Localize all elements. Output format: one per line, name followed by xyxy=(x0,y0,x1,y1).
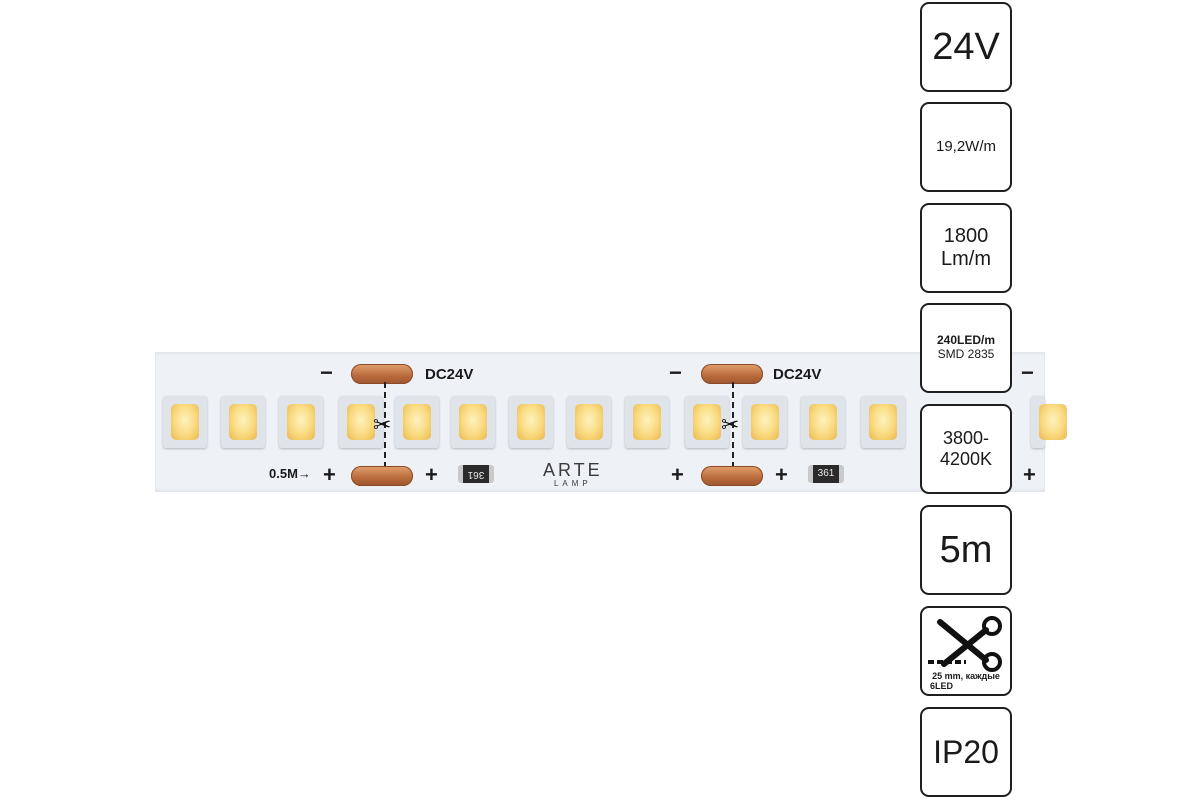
scissors-icon: ✂ xyxy=(721,412,740,437)
solder-pad-bottom xyxy=(351,466,413,486)
plus-sign: + xyxy=(1023,462,1036,487)
led-chip xyxy=(279,396,323,448)
flux-value: 1800 xyxy=(943,225,989,247)
chip-type: SMD 2835 xyxy=(937,347,995,361)
ip-value: IP20 xyxy=(933,734,999,770)
plus-sign: + xyxy=(425,462,438,487)
length-value: 5m xyxy=(939,529,993,571)
cut-line xyxy=(384,382,386,468)
led-chip xyxy=(451,396,495,448)
spec-color-temperature: 3800- 4200K xyxy=(920,404,1012,494)
plus-sign: + xyxy=(323,462,336,487)
led-chip xyxy=(625,396,669,448)
led-chip xyxy=(801,396,845,448)
led-chip xyxy=(567,396,611,448)
led-chip xyxy=(339,396,383,448)
led-chip xyxy=(685,396,729,448)
spec-length: 5m xyxy=(920,505,1012,595)
plus-sign: + xyxy=(671,462,684,487)
led-chip xyxy=(1031,396,1067,448)
voltage-value: 24V xyxy=(932,26,1000,68)
resistor: 361 xyxy=(808,465,844,483)
length-marker: 0.5M→ xyxy=(269,466,311,481)
led-strip: − DC24V ✂ 0.5M→ + + 361 ARTE LAMP − DC24… xyxy=(155,352,1067,492)
brand-logo: ARTE LAMP xyxy=(543,460,603,488)
led-chip xyxy=(509,396,553,448)
cut-note-line1: 25 mm, каждые xyxy=(932,671,1000,681)
flux-unit: Lm/m xyxy=(941,248,991,270)
led-chip xyxy=(163,396,207,448)
led-chip xyxy=(743,396,787,448)
solder-pad-bottom xyxy=(701,466,763,486)
density-value: 240LED/m xyxy=(936,333,996,348)
solder-pad-top xyxy=(701,364,763,384)
minus-sign: − xyxy=(320,360,333,385)
solder-pad-top xyxy=(351,364,413,384)
cut-line xyxy=(732,382,734,468)
spec-cut-interval: 25 mm, каждые 6LED xyxy=(920,606,1012,696)
voltage-label: DC24V xyxy=(773,366,822,383)
power-value: 19,2W/m xyxy=(935,137,996,155)
minus-sign: − xyxy=(669,360,682,385)
spec-ip-rating: IP20 xyxy=(920,707,1012,797)
spec-flux: 1800 Lm/m xyxy=(920,203,1012,293)
led-chip xyxy=(395,396,439,448)
spec-voltage: 24V xyxy=(920,2,1012,92)
led-chip xyxy=(861,396,905,448)
cct-line2: 4200K xyxy=(939,449,993,469)
spec-power: 19,2W/m xyxy=(920,102,1012,192)
plus-sign: + xyxy=(775,462,788,487)
resistor: 361 xyxy=(458,465,494,483)
cct-line1: 3800- xyxy=(942,428,990,449)
voltage-label: DC24V xyxy=(425,366,474,383)
minus-sign: − xyxy=(1021,360,1034,385)
cut-note-line2: 6LED xyxy=(930,680,954,691)
cut-scissors-icon xyxy=(928,616,1002,672)
scissors-icon: ✂ xyxy=(373,412,392,437)
spec-led-density: 240LED/m SMD 2835 xyxy=(920,303,1012,393)
led-chip xyxy=(221,396,265,448)
